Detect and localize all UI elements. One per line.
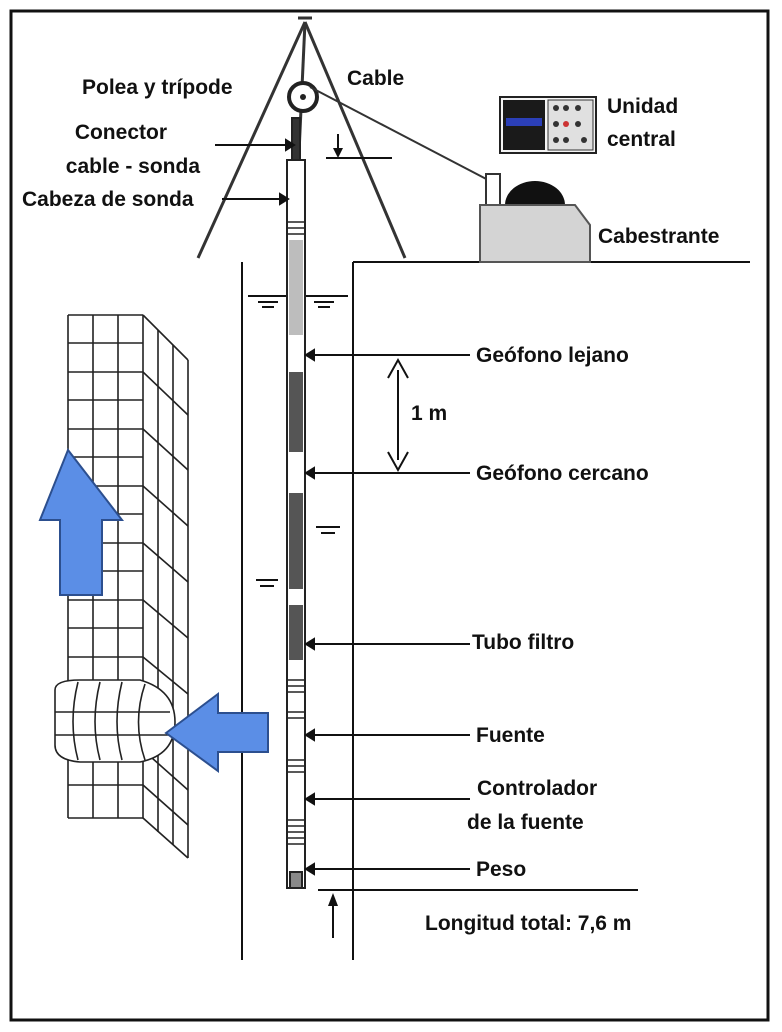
label-total-length: Longitud total: 7,6 m <box>425 912 632 935</box>
label-weight: Peso <box>476 858 527 881</box>
central-unit-icon <box>499 96 597 154</box>
label-connector-line1: Conector <box>74 121 167 144</box>
label-probe-head: Cabeza de sonda <box>22 188 194 211</box>
probe <box>286 117 306 889</box>
water-level-symbol-mid <box>256 526 340 587</box>
label-far-geophone: Geófono lejano <box>476 344 629 367</box>
label-spacing: 1 m <box>411 402 448 425</box>
label-filter-tube: Tubo filtro <box>472 631 575 654</box>
spacing-arrow <box>387 357 409 473</box>
label-pulley-tripod: Polea y trípode <box>82 76 233 99</box>
label-source-controller-line1: Controlador <box>477 777 598 800</box>
winch-icon <box>479 173 591 263</box>
outer-border <box>9 9 770 1022</box>
pulley-icon <box>287 81 319 113</box>
label-source: Fuente <box>476 724 545 747</box>
label-winch: Cabestrante <box>598 225 720 248</box>
label-cable: Cable <box>347 67 405 90</box>
label-connector-line2: cable - sonda <box>65 155 200 178</box>
label-source-controller-line2: de la fuente <box>467 811 584 834</box>
label-central-unit-line2: central <box>607 128 676 151</box>
label-near-geophone: Geófono cercano <box>476 462 649 485</box>
source-wave-arrow-icon <box>164 692 269 773</box>
upward-wave-arrow-icon <box>38 448 125 596</box>
cable-line <box>309 86 493 183</box>
pointer-arrows <box>215 138 470 876</box>
label-central-unit-line1: Unidad <box>607 95 679 118</box>
formation-grid <box>54 314 189 859</box>
